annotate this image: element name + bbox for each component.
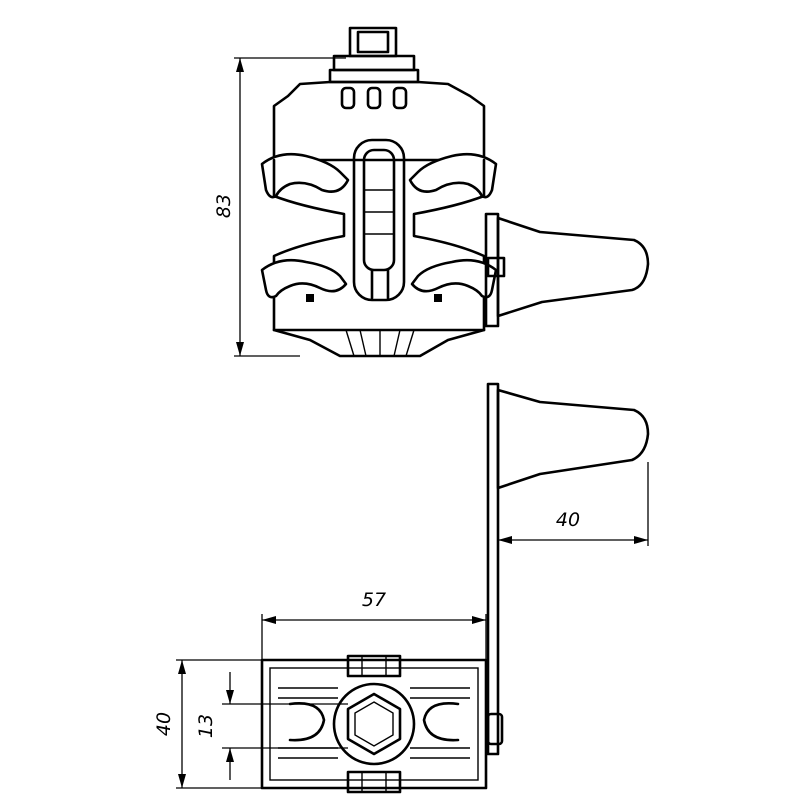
clamp-plan-view bbox=[260, 654, 504, 794]
mark-dot bbox=[306, 294, 314, 302]
lower-body-base bbox=[272, 328, 486, 358]
dimension-label-40-horizontal: 40 bbox=[556, 509, 580, 531]
lug-top bbox=[346, 654, 402, 678]
end-cap-top-view bbox=[496, 216, 650, 318]
dimension-label-83: 83 bbox=[213, 194, 235, 218]
mark-dot bbox=[434, 294, 442, 302]
dimension-40-vertical: 40 bbox=[153, 659, 262, 789]
upper-body-shell bbox=[272, 80, 486, 162]
base-plate-inner bbox=[269, 667, 479, 781]
lower-right-cable-channel bbox=[410, 258, 498, 299]
channel-right bbox=[422, 702, 460, 742]
bracket-strip bbox=[486, 382, 500, 756]
dimension-label-57: 57 bbox=[362, 589, 386, 611]
dimension-label-40-vertical: 40 bbox=[153, 712, 175, 736]
bracket-bolt bbox=[486, 712, 504, 746]
middle-housing bbox=[272, 158, 486, 332]
hex-nut bbox=[346, 692, 402, 756]
end-cap-side-view bbox=[496, 388, 650, 490]
rib bbox=[366, 86, 382, 110]
base-plate-outer bbox=[260, 658, 488, 790]
dimension-label-13: 13 bbox=[195, 714, 217, 738]
bolt-head-inner bbox=[356, 30, 390, 54]
bracket-nut bbox=[486, 256, 506, 278]
clamp-front-view bbox=[260, 26, 650, 358]
central-boss bbox=[332, 682, 416, 766]
dimension-40-horizontal: 40 bbox=[498, 462, 649, 546]
lug-bottom bbox=[346, 770, 402, 794]
dimension-83: 83 bbox=[213, 57, 346, 357]
channel-left bbox=[288, 702, 326, 742]
bracket-side-view bbox=[486, 382, 650, 756]
washer-top bbox=[328, 68, 420, 84]
central-strap-inner bbox=[362, 148, 396, 272]
central-strap-outer bbox=[352, 138, 406, 302]
rib bbox=[340, 86, 356, 110]
hex-nut-inner bbox=[354, 701, 394, 747]
lower-left-cable-channel bbox=[260, 258, 348, 299]
rib bbox=[392, 86, 408, 110]
dimension-13: 13 bbox=[195, 672, 348, 780]
dimension-57: 57 bbox=[261, 589, 487, 660]
